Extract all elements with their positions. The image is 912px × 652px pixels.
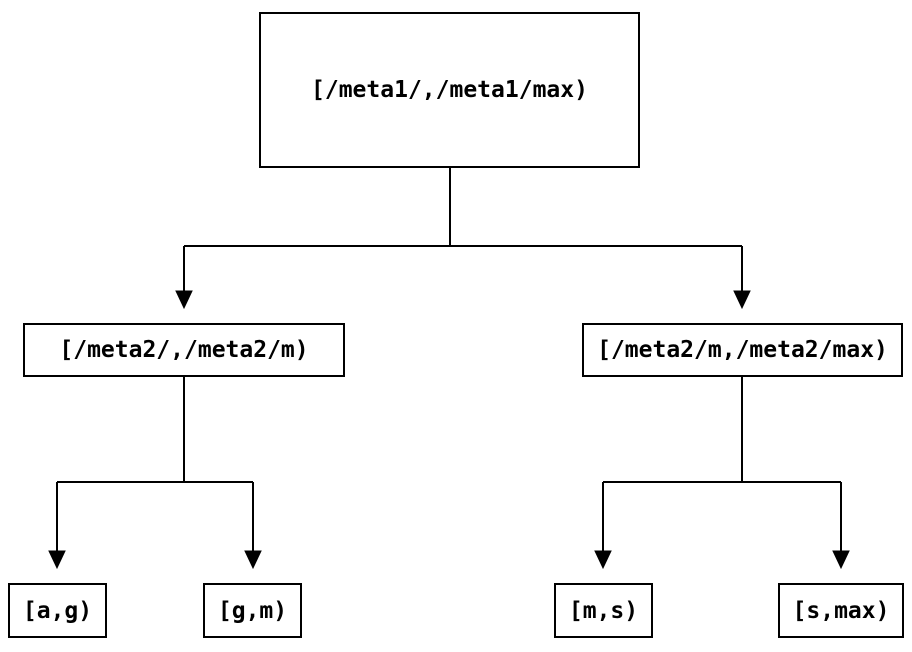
arrowhead-to-left-node (175, 290, 193, 310)
tree-node-leaf-ag: [a,g) (8, 583, 107, 638)
edge-root-split (175, 168, 751, 310)
tree-node-root: [/meta1/,/meta1/max) (259, 12, 640, 168)
tree-node-leaf-gm-label: [g,m) (217, 597, 288, 624)
arrowhead-to-leaf-gm (244, 550, 262, 570)
arrowhead-to-leaf-ms (594, 550, 612, 570)
tree-node-leaf-ms: [m,s) (554, 583, 653, 638)
tree-node-left-label: [/meta2/,/meta2/m) (59, 337, 309, 363)
tree-node-right-label: [/meta2/m,/meta2/max) (597, 337, 888, 363)
arrowhead-to-right-node (733, 290, 751, 310)
tree-node-leaf-smax: [s,max) (778, 583, 904, 638)
tree-node-right: [/meta2/m,/meta2/max) (582, 323, 903, 377)
tree-node-leaf-ms-label: [m,s) (568, 597, 639, 624)
tree-node-leaf-smax-label: [s,max) (792, 597, 890, 624)
arrowhead-to-leaf-smax (832, 550, 850, 570)
edge-left-split (48, 377, 262, 570)
tree-node-leaf-ag-label: [a,g) (22, 597, 93, 624)
tree-node-root-label: [/meta1/,/meta1/max) (311, 77, 588, 103)
arrowhead-to-leaf-ag (48, 550, 66, 570)
tree-node-left: [/meta2/,/meta2/m) (23, 323, 345, 377)
tree-node-leaf-gm: [g,m) (203, 583, 302, 638)
edge-right-split (594, 377, 850, 570)
